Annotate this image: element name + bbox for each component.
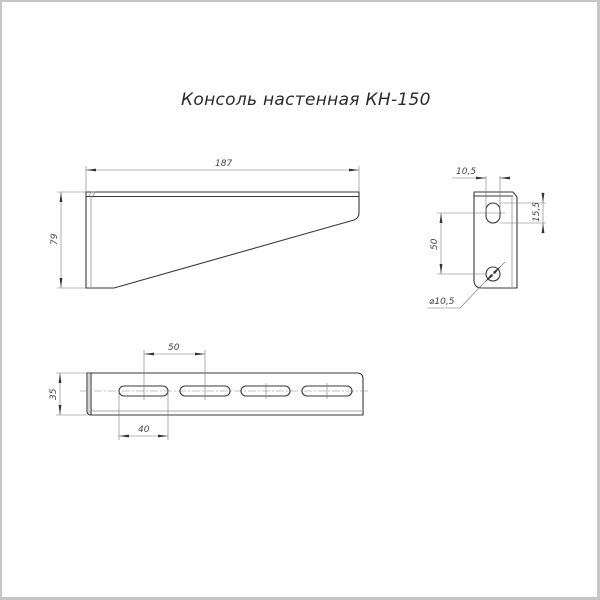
dim-hole-diameter: ⌀10,5 <box>429 297 455 307</box>
dim-width: 35 <box>49 388 59 400</box>
side-view: 10,5 15,5 50 ⌀10,5 <box>427 167 546 309</box>
dim-slot-length-top: 40 <box>138 425 150 435</box>
dim-slot-width: 10,5 <box>456 167 476 177</box>
dim-length: 187 <box>215 159 232 169</box>
slot-3 <box>240 385 291 397</box>
dim-slot-pitch: 50 <box>168 343 180 353</box>
front-view: 187 79 <box>50 159 360 289</box>
dim-height: 79 <box>50 233 60 245</box>
dim-hole-spacing: 50 <box>430 238 440 250</box>
dim-slot-length: 15,5 <box>532 202 542 222</box>
top-view: 50 40 35 <box>49 343 368 440</box>
drawing-title: Консоль настенная КН-150 <box>181 90 431 110</box>
